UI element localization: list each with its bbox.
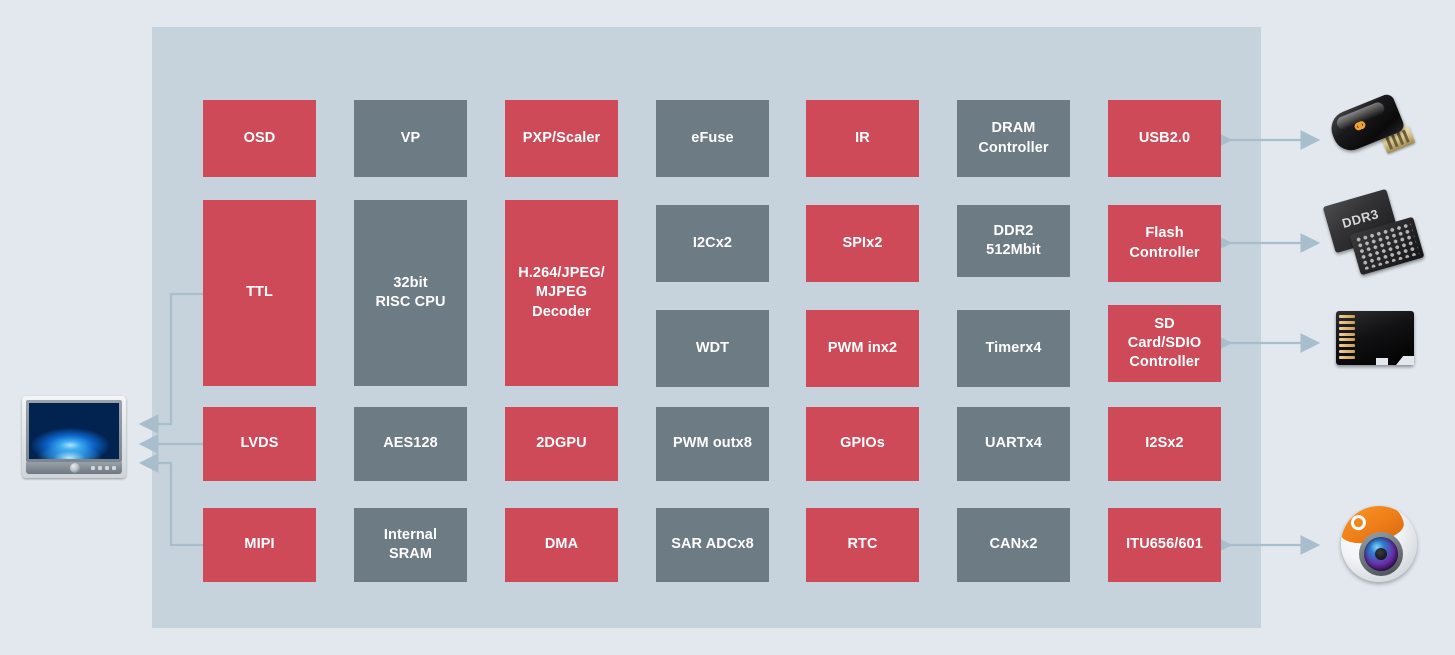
block-risc-cpu[interactable]: 32bit RISC CPU <box>354 200 467 386</box>
block-timerx4[interactable]: Timerx4 <box>957 310 1070 387</box>
microsd-card-body <box>1336 311 1414 365</box>
block-i2sx2[interactable]: I2Sx2 <box>1108 407 1221 481</box>
block-rtc[interactable]: RTC <box>806 508 919 582</box>
microsd-contact-pads <box>1339 315 1355 359</box>
block-uartx4[interactable]: UARTx4 <box>957 407 1070 481</box>
block-sar-adcx8[interactable]: SAR ADCx8 <box>656 508 769 582</box>
block-efuse[interactable]: eFuse <box>656 100 769 177</box>
block-i2cx2[interactable]: I2Cx2 <box>656 205 769 282</box>
block-usb20[interactable]: USB2.0 <box>1108 100 1221 177</box>
ddr3-memory-chip-icon: DDR3 <box>1320 188 1435 285</box>
webcam-camera-icon <box>1335 500 1427 592</box>
block-label: SAR ADCx8 <box>671 536 754 553</box>
block-gpios[interactable]: GPIOs <box>806 407 919 481</box>
block-pwm-inx2[interactable]: PWM inx2 <box>806 310 919 387</box>
microsd-notch-center <box>1376 358 1388 365</box>
camera-lens-glass <box>1364 537 1398 571</box>
block-wdt[interactable]: WDT <box>656 310 769 387</box>
block-internal-sram[interactable]: Internal SRAM <box>354 508 467 582</box>
block-label: SPIx2 <box>842 234 883 251</box>
block-label: 2DGPU <box>536 435 587 452</box>
block-label: MIPI <box>244 536 275 553</box>
block-label: SD Card/SDIO Controller <box>1127 315 1202 371</box>
block-sd-sdio[interactable]: SD Card/SDIO Controller <box>1108 305 1221 382</box>
block-itu656-601[interactable]: ITU656/601 <box>1108 508 1221 582</box>
block-label: H.264/JPEG/ MJPEG Decoder <box>518 265 605 320</box>
block-label: eFuse <box>691 129 734 146</box>
block-label: LVDS <box>240 435 279 452</box>
block-dma[interactable]: DMA <box>505 508 618 582</box>
block-flash-controller[interactable]: Flash Controller <box>1108 205 1221 282</box>
monitor-control-bar <box>26 462 122 474</box>
block-label: Flash Controller <box>1129 225 1200 261</box>
microsd-card-icon <box>1330 305 1430 380</box>
block-label: VP <box>400 129 421 146</box>
block-label: RTC <box>847 536 878 553</box>
block-label: PWM outx8 <box>672 435 753 452</box>
block-label: 32bit RISC CPU <box>375 274 446 310</box>
block-label: DRAM Controller <box>978 120 1049 156</box>
block-2dgpu[interactable]: 2DGPU <box>505 407 618 481</box>
block-aes128[interactable]: AES128 <box>354 407 467 481</box>
block-label: IR <box>855 129 870 146</box>
monitor-screen <box>29 403 119 459</box>
block-spix2[interactable]: SPIx2 <box>806 205 919 282</box>
block-label: DDR2 512Mbit <box>986 222 1041 258</box>
block-pwm-outx8[interactable]: PWM outx8 <box>656 407 769 481</box>
block-label: WDT <box>695 339 730 356</box>
camera-lens-barrel <box>1359 532 1403 576</box>
usb-flash-drive-icon: ⚭ <box>1325 92 1435 178</box>
block-mipi[interactable]: MIPI <box>203 508 316 582</box>
camera-housing <box>1341 506 1417 582</box>
block-label: I2Cx2 <box>692 234 733 251</box>
block-label: I2Sx2 <box>1145 435 1184 452</box>
block-ttl[interactable]: TTL <box>203 200 316 386</box>
block-dram-controller[interactable]: DRAM Controller <box>957 100 1070 177</box>
block-label: USB2.0 <box>1138 129 1191 146</box>
block-osd[interactable]: OSD <box>203 100 316 177</box>
block-codec[interactable]: H.264/JPEG/ MJPEG Decoder <box>505 200 618 386</box>
block-label: PWM inx2 <box>827 339 898 356</box>
block-label: ITU656/601 <box>1126 536 1203 553</box>
monitor-bezel <box>26 400 122 462</box>
block-vp[interactable]: VP <box>354 100 467 177</box>
block-label: UARTx4 <box>985 435 1042 452</box>
lcd-monitor-icon <box>22 396 128 482</box>
block-label: Timerx4 <box>985 339 1042 356</box>
block-label: AES128 <box>383 435 438 452</box>
block-label: DMA <box>544 536 579 553</box>
microsd-notch-corner <box>1396 356 1414 365</box>
monitor-power-button <box>70 463 80 473</box>
block-label: CANx2 <box>989 536 1038 553</box>
block-ddr2[interactable]: DDR2 512Mbit <box>957 205 1070 277</box>
block-canx2[interactable]: CANx2 <box>957 508 1070 582</box>
block-label: OSD <box>243 129 276 146</box>
monitor-chassis <box>22 396 126 478</box>
block-label: Internal SRAM <box>383 526 438 562</box>
block-lvds[interactable]: LVDS <box>203 407 316 481</box>
block-label: GPIOs <box>840 435 885 452</box>
block-label: TTL <box>246 284 273 301</box>
monitor-indicator-leds <box>91 466 116 470</box>
block-pxp-scaler[interactable]: PXP/Scaler <box>505 100 618 177</box>
camera-status-led <box>1349 514 1368 532</box>
block-label: PXP/Scaler <box>522 129 601 146</box>
block-ir[interactable]: IR <box>806 100 919 177</box>
